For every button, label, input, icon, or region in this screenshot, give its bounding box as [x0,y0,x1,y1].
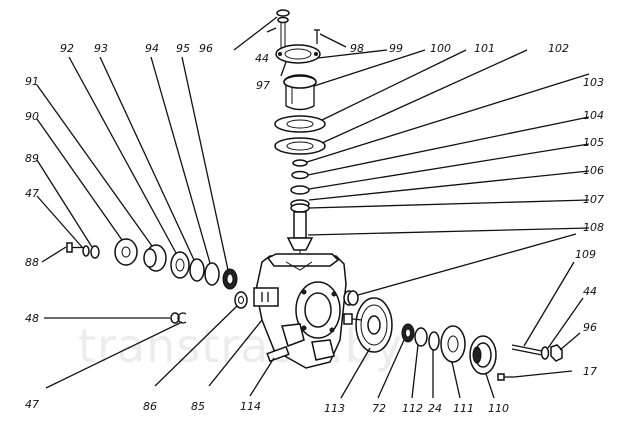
label-96: 96 [199,42,213,55]
pin-114 [266,345,290,363]
label-24: 24 [428,402,442,415]
label-94: 94 [145,42,159,55]
label-97: 97 [256,79,270,92]
label-100: 100 [430,42,451,55]
vertical-shaft [286,211,314,262]
screw-98 [314,29,320,44]
label-109: 109 [575,248,596,261]
label-44-right: 44 [583,285,597,298]
gasket-101 [274,115,326,133]
label-95: 95 [176,42,190,55]
label-96-right: 96 [583,321,597,334]
label-102: 102 [548,42,569,55]
label-93: 93 [94,42,108,55]
circlips [170,312,187,324]
label-105: 105 [583,136,604,149]
label-113: 113 [324,402,345,415]
label-106: 106 [583,164,604,177]
shaft-rings [290,159,310,213]
gasket-102 [274,137,326,155]
label-99: 99 [389,42,403,55]
label-98: 98 [350,42,364,55]
label-91: 91 [25,75,39,88]
bushing [283,74,317,111]
right-shaft-parts [343,290,563,381]
label-92: 92 [60,42,74,55]
label-114: 114 [240,400,261,413]
label-44: 44 [255,52,269,65]
leader-lines [36,16,590,399]
label-72: 72 [372,402,386,415]
label-90: 90 [25,110,39,123]
label-111: 111 [453,402,474,415]
label-89: 89 [25,152,39,165]
label-47-upper: 47 [25,187,39,200]
parts [66,9,563,381]
label-104: 104 [583,109,604,122]
label-108: 108 [583,221,604,234]
part-labels: 96 44 98 99 97 92 93 94 95 100 101 102 9… [25,42,604,415]
top-bolt [276,9,290,52]
label-103: 103 [583,76,604,89]
label-48: 48 [25,312,39,325]
label-17: 17 [583,365,597,378]
label-101: 101 [474,42,495,55]
label-110: 110 [488,402,509,415]
label-107: 107 [583,193,604,206]
label-85: 85 [191,400,205,413]
label-88: 88 [25,256,39,269]
gearbox-housing [234,253,347,369]
label-112: 112 [402,402,423,415]
cover-plate [275,44,321,64]
label-47-lower: 47 [25,398,39,411]
label-86: 86 [143,400,157,413]
left-shaft-parts [66,238,238,290]
